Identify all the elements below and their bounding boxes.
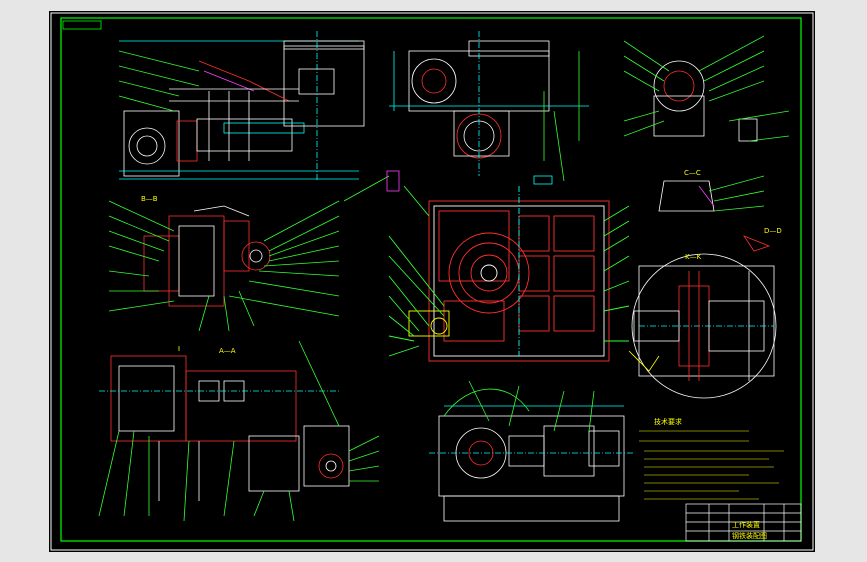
notes-heading: 技术要求	[654, 417, 682, 426]
drawing-number-box	[62, 20, 102, 30]
title-block-subtitle: 钢铁装配图	[732, 531, 767, 540]
title-block-title: 工作装置	[732, 520, 760, 529]
section-a-a	[98, 340, 380, 522]
cad-canvas: B—B A—A K—K C—C D—D 技术要求 工作装置 钢铁装配图	[49, 11, 815, 552]
section-label-b: B—B	[141, 195, 158, 203]
technical-notes	[639, 430, 784, 500]
top-middle-view	[389, 31, 589, 185]
section-label-c: C—C	[684, 169, 701, 177]
title-block	[685, 503, 802, 542]
section-label-a: A—A	[219, 347, 236, 355]
center-gearbox-view	[388, 185, 630, 362]
section-k-k	[628, 253, 777, 399]
outer-frame	[50, 12, 814, 551]
top-right-view	[623, 35, 790, 252]
section-label-d: D—D	[764, 227, 782, 235]
bottom-middle-view	[429, 380, 634, 522]
section-label-k: K—K	[685, 253, 702, 261]
section-b-b	[108, 170, 400, 332]
inner-frame	[60, 17, 802, 542]
top-left-view	[118, 31, 365, 181]
assembly-drawing: B—B A—A K—K C—C D—D 技术要求 工作装置 钢铁装配图	[50, 12, 814, 551]
